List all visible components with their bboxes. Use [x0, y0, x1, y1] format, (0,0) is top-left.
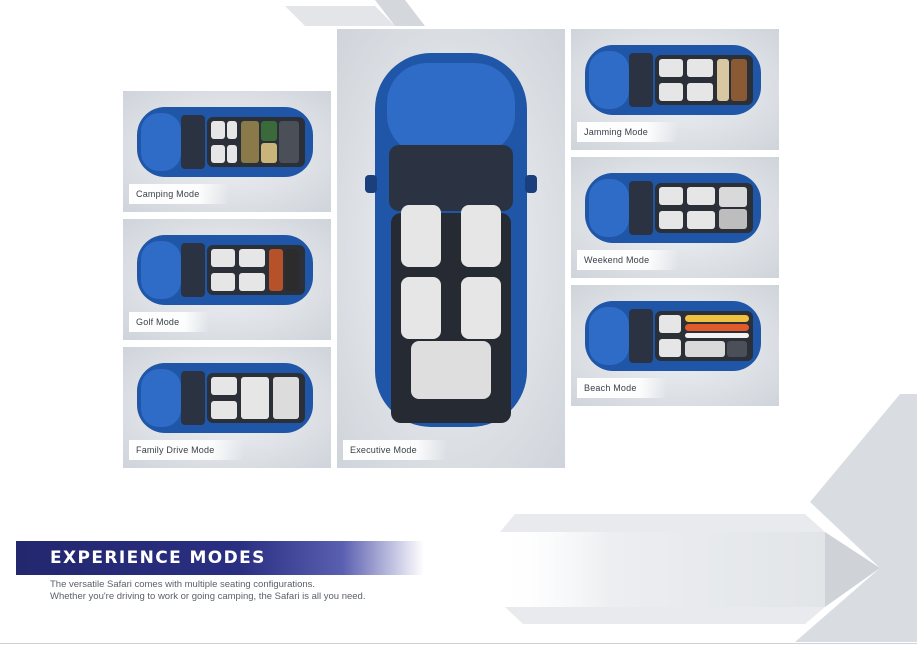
- beach-mode-tile: Beach Mode: [571, 285, 779, 406]
- executive-car-image: [365, 53, 537, 427]
- description-line-2: Whether you're driving to work or going …: [50, 591, 366, 602]
- description: The versatile Safari comes with multiple…: [50, 579, 365, 603]
- jamming-mode-tile: Jamming Mode: [571, 29, 779, 150]
- camping-car-image: [137, 107, 313, 177]
- top-chevron-decoration: [285, 0, 425, 26]
- executive-mode-label: Executive Mode: [343, 440, 447, 460]
- family-drive-mode-label: Family Drive Mode: [129, 440, 245, 460]
- golf-mode-label: Golf Mode: [129, 312, 210, 332]
- page-title: EXPERIENCE MODES: [50, 548, 266, 568]
- camping-mode-label: Camping Mode: [129, 184, 230, 204]
- executive-mode-tile: Executive Mode: [337, 29, 565, 468]
- weekend-mode-label: Weekend Mode: [577, 250, 680, 270]
- family-drive-car-image: [137, 363, 313, 433]
- beach-mode-label: Beach Mode: [577, 378, 667, 398]
- experience-modes-banner: EXPERIENCE MODES: [16, 541, 424, 575]
- camping-mode-tile: Camping Mode: [123, 91, 331, 212]
- weekend-mode-tile: Weekend Mode: [571, 157, 779, 278]
- weekend-car-image: [585, 173, 761, 243]
- jamming-car-image: [585, 45, 761, 115]
- jamming-mode-label: Jamming Mode: [577, 122, 678, 142]
- bottom-divider: [0, 643, 917, 644]
- golf-car-image: [137, 235, 313, 305]
- right-chevron-decoration: [495, 394, 917, 642]
- family-drive-mode-tile: Family Drive Mode: [123, 347, 331, 468]
- beach-car-image: [585, 301, 761, 371]
- golf-mode-tile: Golf Mode: [123, 219, 331, 340]
- description-line-1: The versatile Safari comes with multiple…: [50, 579, 316, 590]
